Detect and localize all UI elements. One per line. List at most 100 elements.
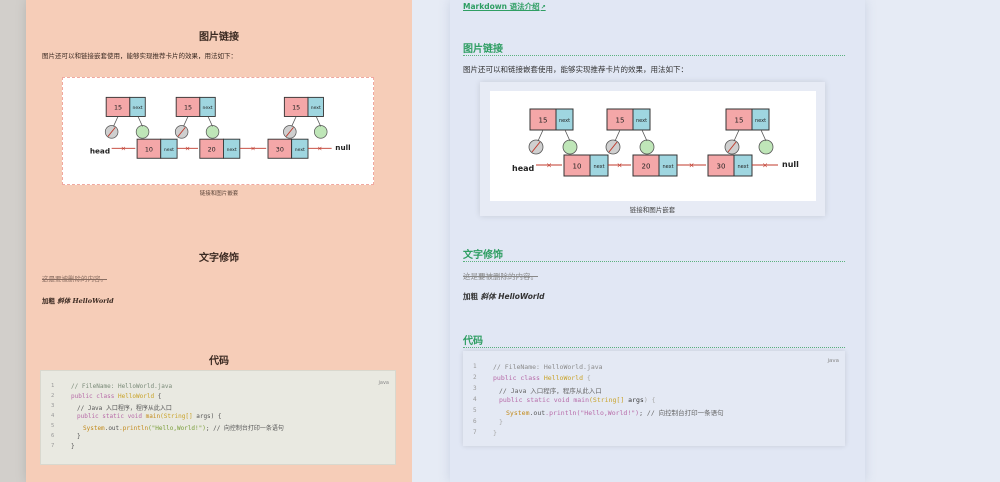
pointer-line bbox=[291, 116, 297, 127]
right-figure-caption: 链接和图片嵌套 bbox=[629, 206, 676, 214]
code-line-4: public static void main(String[] args) { bbox=[77, 413, 222, 420]
node-value-label: 15 bbox=[184, 105, 192, 112]
line-number: 6 bbox=[473, 418, 477, 425]
code-line-7: } bbox=[71, 443, 75, 450]
delete-slash bbox=[531, 141, 541, 153]
cut-mark: × bbox=[317, 146, 322, 153]
null-label: null bbox=[782, 160, 799, 169]
cut-mark: × bbox=[762, 162, 768, 170]
node-value-label: 20 bbox=[208, 146, 216, 153]
node-next-box bbox=[291, 138, 309, 159]
code-line-1: // FileName: HelloWorld.java bbox=[71, 383, 173, 390]
delete-slash bbox=[107, 127, 116, 137]
pointer-line bbox=[641, 129, 648, 142]
line-number: 5 bbox=[51, 423, 55, 429]
pointer-line bbox=[733, 129, 740, 142]
node-value-label: 10 bbox=[573, 163, 582, 171]
node-next-label: next bbox=[295, 147, 305, 153]
delete-slash bbox=[727, 141, 737, 153]
node-next-label: next bbox=[636, 118, 647, 124]
node-next-label: next bbox=[164, 147, 174, 153]
code-line-6: } bbox=[499, 418, 503, 426]
code-line-1: // FileName: HelloWorld.java bbox=[493, 363, 603, 371]
node-next-label: next bbox=[755, 118, 766, 124]
delete-slash bbox=[608, 141, 618, 153]
node-next-label: next bbox=[133, 105, 143, 111]
line-number: 1 bbox=[473, 363, 477, 370]
code-line-6: } bbox=[77, 433, 81, 440]
left-code-lang: java bbox=[378, 380, 389, 386]
line-number: 2 bbox=[473, 374, 477, 381]
line-number: 7 bbox=[51, 443, 55, 449]
node-next-box bbox=[307, 96, 324, 117]
node-value-label: 20 bbox=[642, 163, 651, 171]
check-marker-icon bbox=[758, 139, 774, 155]
check-marker-icon bbox=[135, 125, 150, 139]
right-italic-text: 斜体 HelloWorld bbox=[480, 292, 545, 301]
heading-divider bbox=[463, 347, 845, 348]
right-bold-text: 加粗 bbox=[463, 292, 478, 301]
node-next-label: next bbox=[662, 164, 673, 170]
cut-mark: × bbox=[250, 146, 255, 153]
code-line-4: public static void main(String[] args) { bbox=[499, 396, 656, 404]
node-value-label: 10 bbox=[145, 146, 153, 153]
node-next-label: next bbox=[311, 105, 321, 111]
delete-slash bbox=[285, 127, 294, 137]
node-next-label: next bbox=[737, 164, 748, 170]
pointer-line bbox=[137, 116, 143, 127]
cut-mark: × bbox=[185, 146, 190, 153]
line-number: 2 bbox=[51, 393, 55, 399]
right-strike-text: 这是要被删除的内容。 bbox=[463, 272, 538, 281]
node-next-label: next bbox=[593, 164, 604, 170]
line-number: 3 bbox=[51, 403, 55, 409]
cut-mark: × bbox=[546, 162, 552, 170]
right-heading-text-style: 文字修饰 bbox=[463, 250, 503, 261]
pointer-line bbox=[564, 129, 571, 142]
heading-divider bbox=[463, 55, 845, 56]
right-heading-code: 代码 bbox=[463, 336, 483, 347]
right-intro-text: 图片还可以和链接嵌套使用，能够实现推荐卡片的效果，用法如下： bbox=[463, 65, 688, 74]
code-line-3: // Java 入口程序，程序从此入口 bbox=[499, 387, 602, 395]
left-strike-text: 这是要被删除的内容。 bbox=[42, 275, 107, 283]
left-heading-code: 代码 bbox=[209, 356, 229, 367]
left-code-block: java 1 2 3 4 5 6 7 // FileName: HelloWor… bbox=[40, 370, 396, 465]
node-value-label: 15 bbox=[616, 117, 625, 125]
line-number: 5 bbox=[473, 407, 477, 414]
markdown-intro-link[interactable]: Markdown 语法介绍↗ bbox=[463, 2, 546, 11]
right-code-block: java 1 2 3 4 5 6 7 // FileName: HelloWor… bbox=[463, 351, 845, 446]
left-intro-text: 图片还可以和链接嵌套使用，能够实现推荐卡片的效果，用法如下： bbox=[42, 52, 237, 60]
code-line-2: public class HelloWorld { bbox=[493, 374, 591, 382]
line-number: 1 bbox=[51, 383, 55, 389]
left-gutter bbox=[0, 0, 26, 482]
pointer-line bbox=[207, 116, 213, 127]
left-figure-caption: 链接和图片嵌套 bbox=[199, 191, 239, 197]
code-line-5: System.out.println("Hello,World!"); // 向… bbox=[83, 425, 284, 432]
line-number: 6 bbox=[51, 433, 55, 439]
line-number: 3 bbox=[473, 385, 477, 392]
node-next-box bbox=[129, 96, 146, 117]
delete-slash bbox=[177, 127, 186, 137]
line-number: 4 bbox=[51, 413, 55, 419]
node-next-box bbox=[160, 138, 178, 159]
code-line-3: // Java 入口程序，程序从此入口 bbox=[77, 405, 172, 412]
check-marker-icon bbox=[205, 125, 220, 139]
left-italic-text: 斜体 HelloWorld bbox=[57, 297, 114, 305]
code-line-7: } bbox=[493, 429, 497, 437]
pointer-line bbox=[183, 116, 189, 127]
node-next-box bbox=[751, 108, 770, 131]
right-code-lang: java bbox=[827, 358, 839, 364]
node-next-box bbox=[555, 108, 574, 131]
cut-mark: × bbox=[689, 162, 695, 170]
line-number: 4 bbox=[473, 396, 477, 403]
left-bold-text: 加粗 bbox=[42, 297, 55, 305]
left-bold-italic-line: 加粗 斜体 HelloWorld bbox=[42, 295, 114, 305]
right-bold-italic-line: 加粗 斜体 HelloWorld bbox=[463, 291, 545, 302]
node-value-label: 15 bbox=[292, 105, 300, 112]
node-next-box bbox=[199, 96, 216, 117]
